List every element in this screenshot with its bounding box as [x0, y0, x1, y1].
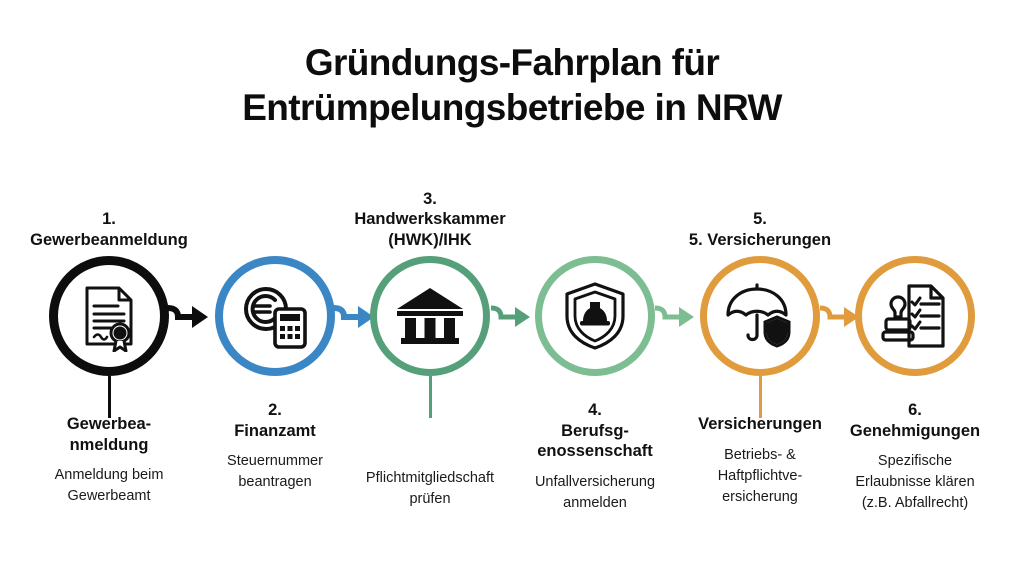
step-1-title-line-2: nmeldung	[69, 435, 149, 454]
step-6-description: Spezifische Erlaubnisse klären (z.B. Abf…	[817, 451, 1013, 514]
step-1-desc-line-1: Anmeldung beim	[54, 467, 164, 483]
title-line-2: Entrümpelungsbetriebe in NRW	[242, 87, 782, 128]
step-2[interactable]: 2. Finanzamt Steuernummer beantragen	[191, 168, 359, 568]
step-6-circle[interactable]	[855, 256, 975, 376]
step-4-desc-line-2: anmelden	[563, 494, 627, 511]
arrow-step-4-to-5	[653, 302, 699, 332]
step-3-description: Pflichtmitgliedschaft prüfen	[332, 468, 528, 510]
step-2-description: Steuernummer beantragen	[177, 451, 373, 493]
step-4-title-line-1: Berufsg-	[561, 421, 629, 440]
step-5-description: Betriebs- & Haftpflichtve- ersicherung	[662, 445, 858, 508]
step-1-top-label: 1. Gewerbeanmeldung	[3, 209, 215, 250]
step-4[interactable]: 4. Berufsg- enossenschaft Unfallversiche…	[511, 168, 679, 568]
shield-hardhat-icon	[562, 281, 628, 351]
step-1-desc-line-2: Gewerbeamt	[67, 488, 151, 504]
step-2-bottom-label: 2. Finanzamt Steuernummer beantragen	[177, 400, 373, 493]
step-2-number: 2.	[268, 401, 282, 419]
arrow-step-1-to-2	[166, 302, 212, 332]
step-3-top-title-line-2: (HWK)/IHK	[388, 230, 472, 249]
step-6-desc-line-1: Spezifische	[877, 453, 953, 469]
step-4-title: 4. Berufsg- enossenschaft	[497, 400, 693, 462]
page-title: Gründungs-Fahrplan für Entrümpelungsbetr…	[0, 40, 1024, 130]
umbrella-shield-icon	[724, 283, 796, 349]
step-5-top-label: 5. 5. Versicherungen	[654, 209, 866, 250]
step-3-bottom-label: Pflichtmitgliedschaft prüfen	[332, 468, 528, 510]
step-5-bottom-label: Versicherungen Betriebs- & Haftpflichtve…	[662, 414, 858, 508]
step-6-title-text: Genehmigungen	[849, 421, 981, 440]
arrow-step-5-to-6	[818, 302, 864, 332]
step-2-desc-line-1: Steuernummer	[227, 453, 323, 469]
step-1-top-title: Gewerbeanmeldung	[30, 230, 188, 249]
step-3[interactable]: 3. Handwerkskammer (HWK)/IHK	[346, 168, 514, 568]
step-5-desc-line-2: Haftpflichtve-	[717, 467, 803, 484]
arrow-step-3-to-4	[489, 302, 535, 332]
step-2-title: 2. Finanzamt	[177, 400, 373, 441]
title-line-1: Gründungs-Fahrplan für	[304, 42, 720, 83]
step-6-desc-line-2: Erlaubnisse klären	[855, 474, 975, 490]
step-2-circle[interactable]	[215, 256, 335, 376]
step-1-bottom-label: Gewerbea- nmeldung Anmeldung beim Gewerb…	[11, 414, 207, 507]
step-3-desc-line-1: Pflichtmitgliedschaft	[365, 470, 495, 486]
step-1-connector	[107, 376, 111, 418]
step-5-top-title: 5. Versicherungen	[688, 230, 832, 249]
step-4-bottom-label: 4. Berufsg- enossenschaft Unfallversiche…	[497, 400, 693, 514]
step-5-top-number: 5.	[753, 210, 767, 228]
step-6[interactable]: 6. Genehmigungen Spezifische Erlaubnisse…	[831, 168, 999, 568]
step-6-title: 6. Genehmigungen	[817, 400, 1013, 441]
step-3-top-number: 3.	[423, 189, 437, 208]
step-6-desc-line-3: (z.B. Abfallrecht)	[861, 495, 969, 511]
step-6-bottom-label: 6. Genehmigungen Spezifische Erlaubnisse…	[817, 400, 1013, 514]
step-4-desc-line-1: Unfallversicherung	[534, 473, 656, 490]
step-1-title: Gewerbea- nmeldung	[11, 414, 207, 455]
step-4-description: Unfallversicherung anmelden	[497, 472, 693, 514]
step-3-circle[interactable]	[370, 256, 490, 376]
step-2-desc-line-2: beantragen	[238, 474, 312, 490]
step-3-desc-line-2: prüfen	[409, 491, 451, 507]
arrow-step-2-to-3	[332, 302, 378, 332]
step-2-title-text: Finanzamt	[234, 421, 316, 440]
step-1-circle[interactable]	[49, 256, 169, 376]
euro-coin-calculator-icon	[239, 283, 311, 349]
stamp-checklist-icon	[879, 282, 951, 350]
step-1[interactable]: 1. Gewerbeanmeldung	[25, 168, 193, 568]
step-3-connector	[428, 376, 432, 418]
certificate-document-seal-icon	[73, 280, 145, 352]
step-4-number: 4.	[588, 401, 602, 419]
step-5-circle[interactable]	[700, 256, 820, 376]
step-3-top-title-line-1: Handwerkskammer	[354, 210, 506, 228]
step-5-title: Versicherungen	[698, 415, 822, 433]
step-5[interactable]: 5. 5. Versicherungen Versicherungen	[676, 168, 844, 568]
bank-building-icon	[395, 285, 465, 347]
step-1-top-number: 1.	[102, 210, 116, 228]
step-3-top-label: 3. Handwerkskammer (HWK)/IHK	[324, 189, 536, 251]
step-4-title-line-2: enossenschaft	[537, 442, 653, 460]
step-6-number: 6.	[908, 401, 922, 419]
step-1-description: Anmeldung beim Gewerbeamt	[11, 465, 207, 507]
step-5-desc-line-1: Betriebs- &	[724, 446, 796, 463]
step-4-circle[interactable]	[535, 256, 655, 376]
step-5-desc-line-3: ersicherung	[722, 488, 798, 505]
steps-row: 1. Gewerbeanmeldung	[0, 168, 1024, 568]
step-1-title-line-1: Gewerbea-	[66, 415, 152, 433]
step-5-connector	[758, 376, 762, 418]
